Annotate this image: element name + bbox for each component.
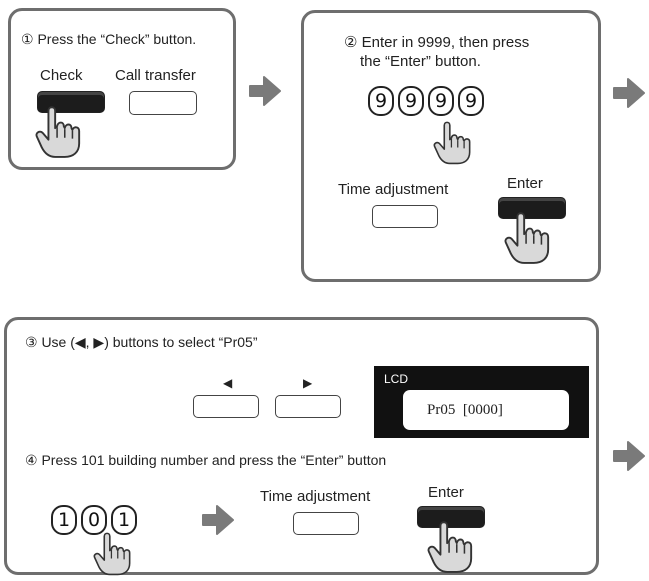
pointing-hand-icon (427, 518, 475, 574)
right-arrow-icon (201, 504, 235, 536)
digit-key-9[interactable]: 9 (398, 86, 424, 116)
step2-panel: ② Enter in 9999, then press the “Enter” … (301, 10, 601, 282)
right-arrow-icon (612, 77, 646, 109)
digit-key-0[interactable]: 0 (81, 505, 107, 535)
step1-panel: ① Press the “Check” button. Check Call t… (8, 8, 236, 170)
step2-instruction-line1: ② Enter in 9999, then press (344, 34, 530, 51)
enter-button[interactable] (498, 197, 566, 219)
right-arrow-icon (248, 75, 282, 107)
time-adjustment-label: Time adjustment (338, 181, 449, 198)
step1-instruction: ① Press the “Check” button. (21, 31, 197, 47)
right-arrow-glyph: ▶ (303, 376, 313, 390)
check-label: Check (40, 67, 83, 84)
digit-key-9[interactable]: 9 (368, 86, 394, 116)
left-arrow-glyph: ◀ (223, 376, 233, 390)
digit-key-1[interactable]: 1 (51, 505, 77, 535)
time-adjustment-button[interactable] (293, 512, 359, 535)
enter-label: Enter (507, 175, 543, 192)
lcd-display: LCD Pr05 [0000] (374, 366, 589, 438)
step3-4-panel: ③ Use (◀, ▶) buttons to select “Pr05” ◀ … (4, 317, 599, 575)
left-button[interactable] (193, 395, 259, 418)
lcd-text: Pr05 [0000] (427, 402, 503, 418)
time-adjustment-label: Time adjustment (260, 488, 371, 505)
digit-key-9[interactable]: 9 (428, 86, 454, 116)
right-arrow-icon (612, 440, 646, 472)
digit-key-9[interactable]: 9 (458, 86, 484, 116)
enter-button[interactable] (417, 506, 485, 528)
step4-instruction: ④ Press 101 building number and press th… (25, 452, 387, 468)
pointing-hand-icon (504, 209, 552, 265)
pointing-hand-icon (433, 119, 473, 165)
pointing-hand-icon (35, 103, 83, 159)
call-transfer-label: Call transfer (115, 67, 196, 84)
pointing-hand-icon (93, 530, 133, 576)
digit-key-1[interactable]: 1 (111, 505, 137, 535)
step2-instruction-line2: the “Enter” button. (360, 53, 481, 70)
right-button[interactable] (275, 395, 341, 418)
enter-label: Enter (428, 484, 464, 501)
lcd-label: LCD (384, 372, 409, 386)
lcd-screen: Pr05 [0000] (403, 390, 569, 430)
call-transfer-button[interactable] (129, 91, 197, 115)
time-adjustment-button[interactable] (372, 205, 438, 228)
step3-instruction: ③ Use (◀, ▶) buttons to select “Pr05” (25, 334, 258, 350)
